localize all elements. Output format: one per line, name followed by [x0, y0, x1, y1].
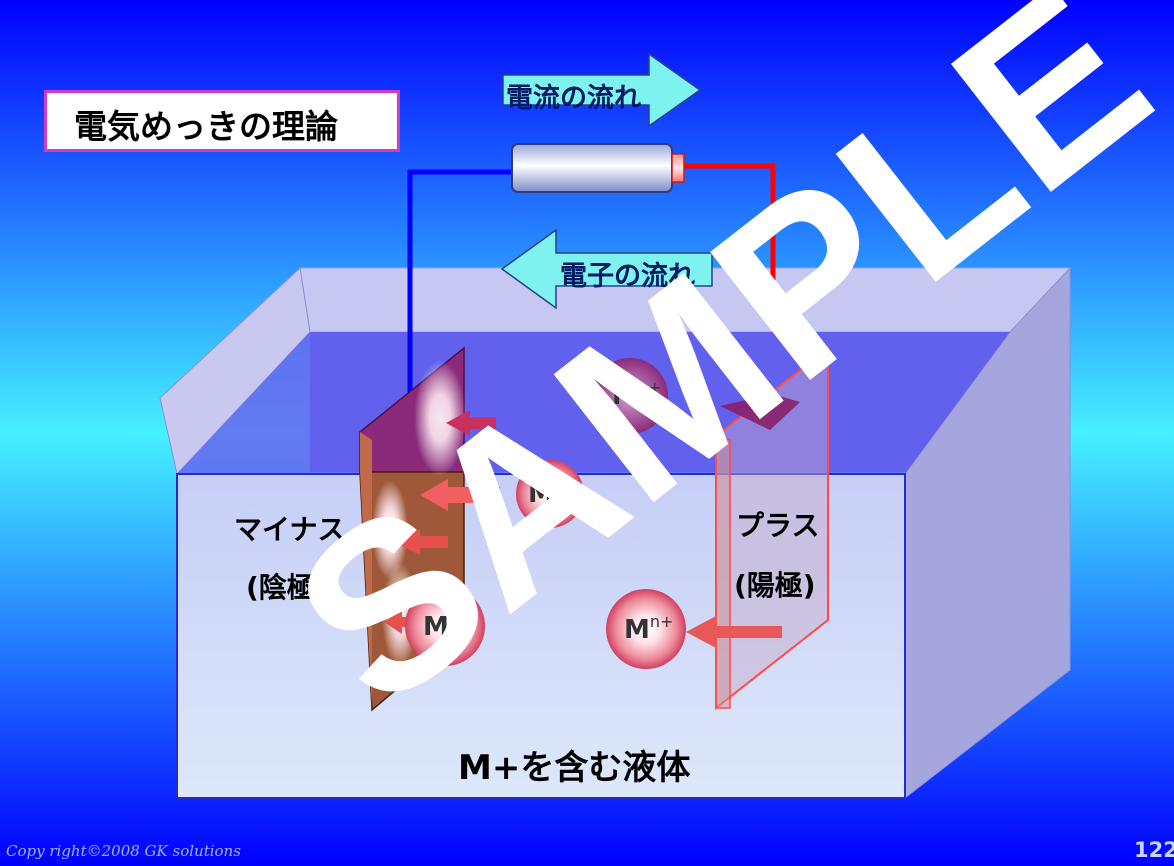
current-flow-label: 電流の流れ — [506, 83, 641, 114]
negative-wire — [407, 169, 516, 394]
ion-sphere-top — [592, 358, 668, 434]
ion-arrow-bottom — [384, 610, 420, 634]
ion-sphere-bottom-right — [606, 589, 686, 669]
ion-label-bottom-right: Mn+ — [624, 612, 674, 645]
copyright-text: Copy right©2008 GK solutions — [6, 842, 241, 860]
positive-wire — [684, 163, 776, 326]
electron-flow-label: 電子の流れ — [560, 261, 695, 292]
anode-name-label: プラス — [736, 509, 820, 542]
ion-arrow-upper — [420, 479, 500, 511]
title-box — [44, 90, 400, 152]
ion-arrow-middle — [394, 529, 448, 555]
ion-arrow-anode — [686, 616, 782, 648]
slide-title: 電気めっきの理論 — [74, 107, 338, 146]
ions — [405, 358, 686, 669]
ion-migration-arrows — [384, 410, 782, 648]
ion-label-middle: Mn+ — [528, 476, 578, 509]
ion-sphere-middle — [516, 460, 584, 528]
electron-flow-arrow — [500, 228, 713, 310]
ion-sphere-bottom-left — [405, 586, 485, 666]
ion-arrow-top — [446, 410, 496, 436]
liquid-label: M+を含む液体 — [458, 748, 691, 788]
ion-label-top: Mn+ — [612, 378, 662, 411]
current-flow-arrow — [502, 52, 702, 128]
ion-label-bottom-left: Mn+ — [423, 609, 473, 642]
cathode-name-label: マイナス — [234, 513, 346, 546]
battery — [511, 143, 685, 193]
page-number: 122 — [1134, 838, 1174, 862]
liquid-body — [177, 474, 905, 798]
anode-sub-label: (陽極) — [734, 569, 816, 602]
cathode-sub-label: (陰極) — [246, 571, 328, 604]
